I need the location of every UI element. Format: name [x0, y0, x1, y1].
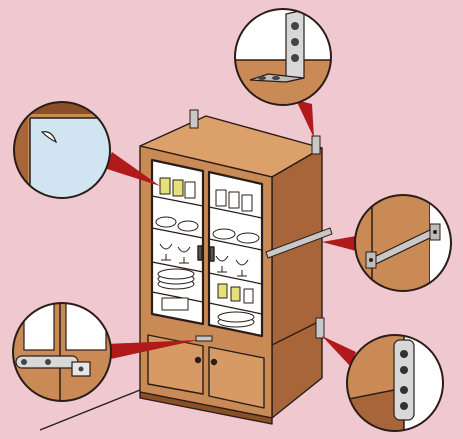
pointer-glass-film	[104, 152, 160, 186]
cabinet	[139, 115, 323, 425]
top-right-bracket	[311, 135, 321, 155]
callout-door-latch	[12, 302, 112, 402]
pointer-l-bracket	[296, 100, 314, 138]
lower-right-door	[208, 346, 265, 409]
floor-line	[39, 389, 141, 431]
callout-side-strap	[354, 194, 452, 292]
cabinet-base	[139, 391, 273, 425]
glass-film-icon	[14, 102, 110, 198]
cabinet-side	[271, 147, 323, 419]
callout-pointers	[104, 100, 360, 366]
dishes	[155, 177, 260, 328]
strap-bracket-icon	[355, 195, 451, 291]
side-divider	[271, 319, 323, 346]
pointer-plate-connector	[322, 336, 356, 366]
plate-connector-icon	[347, 335, 415, 431]
callout-glass-film	[13, 101, 111, 199]
side-plate	[315, 317, 325, 339]
callout-plate-connector	[346, 334, 444, 432]
door-latch	[195, 335, 213, 342]
cabinet-brackets	[189, 109, 333, 342]
callout-l-bracket	[234, 8, 332, 106]
top-left-bracket	[189, 109, 199, 129]
side-strap	[265, 227, 333, 259]
door-latch-icon	[13, 303, 111, 401]
shelves	[151, 195, 263, 315]
pointer-side-strap	[322, 236, 360, 252]
pointer-door-latch	[106, 340, 198, 360]
